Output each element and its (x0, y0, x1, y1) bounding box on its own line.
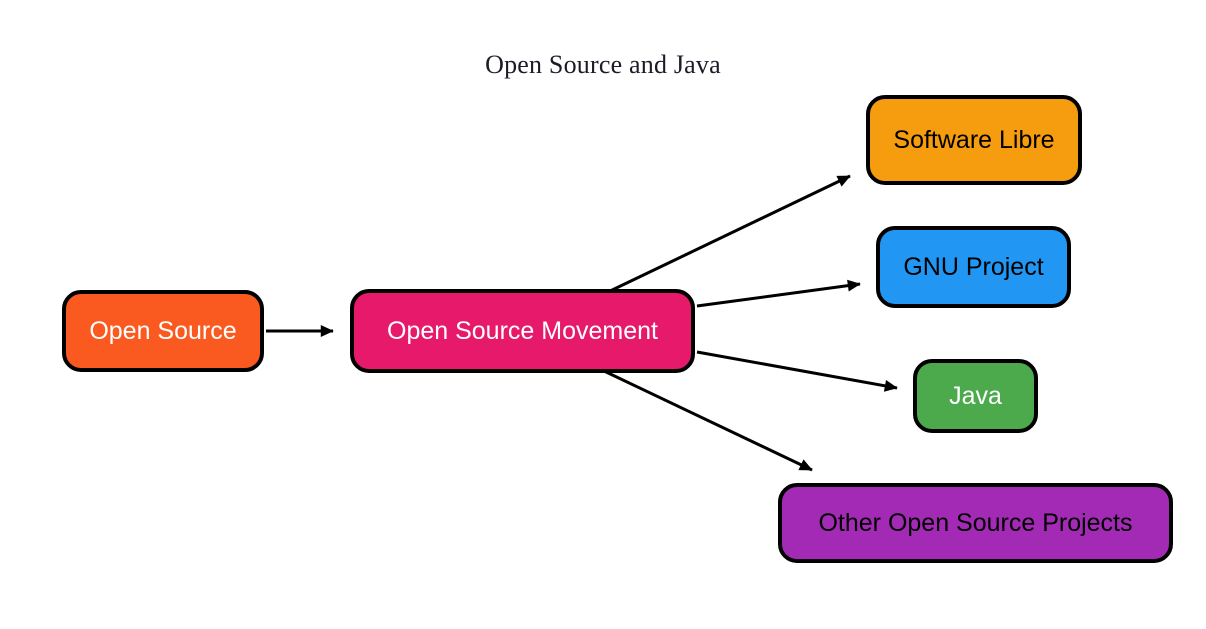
edge-movement-to-software-libre (607, 174, 851, 294)
node-open-source[interactable]: Open Source (62, 290, 264, 372)
node-label: Other Open Source Projects (818, 508, 1133, 537)
node-label: Open Source (89, 316, 237, 345)
page-title: Open Source and Java (485, 50, 721, 79)
edge-movement-to-gnu-project (696, 279, 861, 308)
node-java[interactable]: Java (913, 359, 1038, 433)
edge-movement-to-java (696, 350, 898, 392)
node-label: GNU Project (903, 252, 1044, 281)
node-software-libre[interactable]: Software Libre (866, 95, 1082, 185)
node-label: Java (949, 381, 1002, 410)
node-gnu-project[interactable]: GNU Project (876, 226, 1071, 308)
node-open-source-movement[interactable]: Open Source Movement (350, 289, 695, 373)
node-other-open-source-projects[interactable]: Other Open Source Projects (778, 483, 1173, 563)
edge-movement-to-other-projects (603, 369, 813, 472)
node-label: Software Libre (893, 125, 1055, 154)
node-label: Open Source Movement (387, 316, 658, 345)
